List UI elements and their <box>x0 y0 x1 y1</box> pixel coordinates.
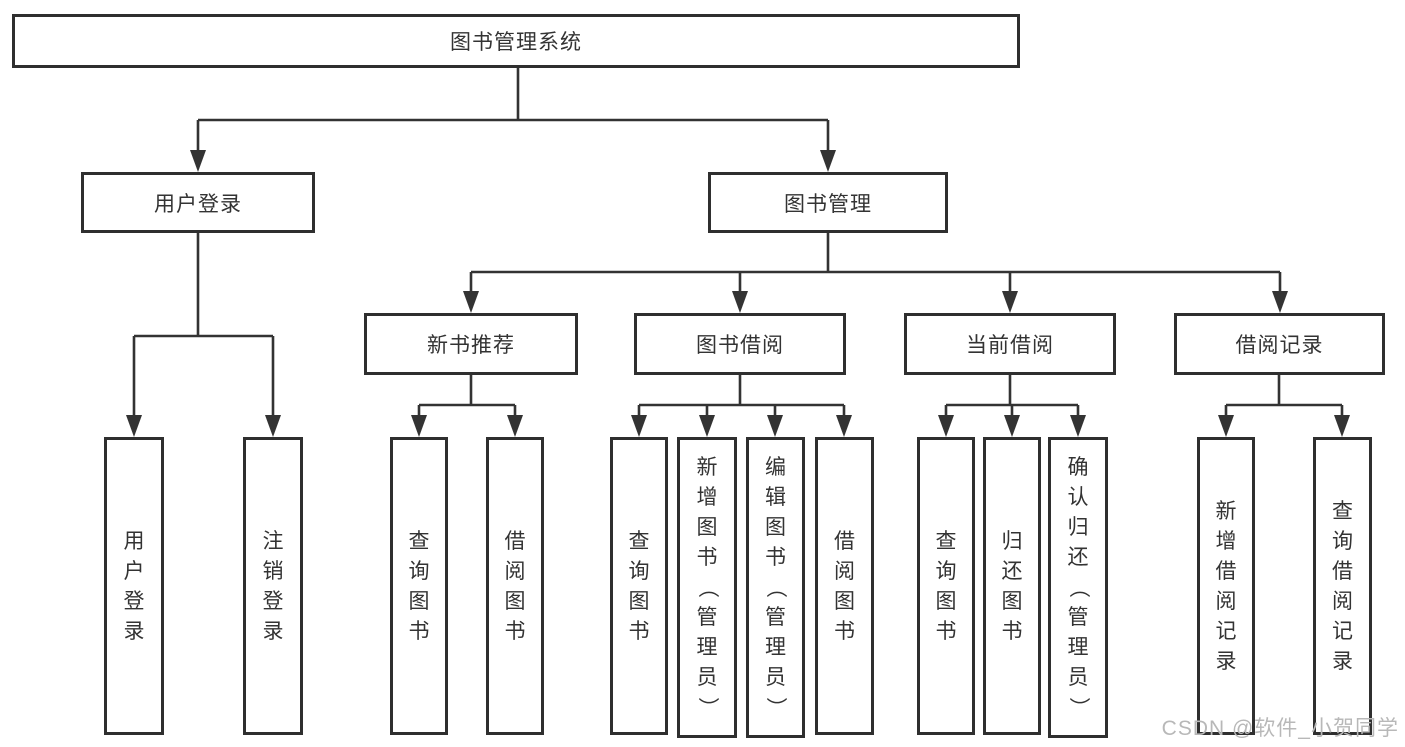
leaf-borrow-books-label: 借阅图书 <box>504 529 526 643</box>
node-book-management-label: 图书管理 <box>784 192 872 216</box>
arrowheads <box>126 150 1350 437</box>
leaf-logout: 注销登录 <box>243 437 303 735</box>
leaf-borrow-books: 借阅图书 <box>815 437 874 735</box>
leaf-query-books-label: 查询图书 <box>628 529 650 643</box>
node-user-login-label: 用户登录 <box>154 192 242 216</box>
node-borrowing-records: 借阅记录 <box>1174 313 1385 375</box>
leaf-query-books-label: 查询图书 <box>408 529 430 643</box>
leaf-add-borrow-record-label: 新增借阅记录 <box>1215 499 1237 673</box>
leaf-return-books-label: 归还图书 <box>1001 529 1023 643</box>
leaf-add-books-admin: 新增图书（管理员） <box>677 437 737 738</box>
leaf-query-borrow-record: 查询借阅记录 <box>1313 437 1372 735</box>
leaf-query-books: 查询图书 <box>917 437 975 735</box>
node-new-book-recommendation: 新书推荐 <box>364 313 578 375</box>
node-current-borrowing: 当前借阅 <box>904 313 1116 375</box>
node-borrowing-records-label: 借阅记录 <box>1235 334 1324 357</box>
leaf-borrow-books: 借阅图书 <box>486 437 544 735</box>
connector-shafts <box>132 66 1344 417</box>
node-current-borrowing-label: 当前借阅 <box>966 334 1054 357</box>
node-book-borrowing: 图书借阅 <box>634 313 846 375</box>
leaf-logout-label: 注销登录 <box>262 529 284 643</box>
node-book-management: 图书管理 <box>708 172 948 233</box>
leaf-query-books: 查询图书 <box>610 437 668 735</box>
leaf-add-books-admin-label: 新增图书（管理员） <box>695 456 719 718</box>
leaf-add-borrow-record: 新增借阅记录 <box>1197 437 1255 735</box>
leaf-confirm-return-admin: 确认归还（管理员） <box>1048 437 1108 738</box>
leaf-user-login-label: 用户登录 <box>123 529 145 643</box>
node-library-management-system-label: 图书管理系统 <box>450 31 582 54</box>
leaf-query-borrow-record-label: 查询借阅记录 <box>1332 499 1353 673</box>
leaf-borrow-books-label: 借阅图书 <box>834 529 855 643</box>
leaf-query-books-label: 查询图书 <box>935 529 957 643</box>
node-user-login: 用户登录 <box>81 172 315 233</box>
leaf-edit-books-admin: 编辑图书（管理员） <box>746 437 805 738</box>
node-new-book-recommendation-label: 新书推荐 <box>427 334 515 357</box>
leaf-query-books: 查询图书 <box>390 437 448 735</box>
node-library-management-system: 图书管理系统 <box>12 14 1020 68</box>
leaf-return-books: 归还图书 <box>983 437 1041 735</box>
leaf-confirm-return-admin-label: 确认归还（管理员） <box>1066 456 1090 718</box>
leaf-user-login: 用户登录 <box>104 437 164 735</box>
leaf-edit-books-admin-label: 编辑图书（管理员） <box>764 456 787 718</box>
csdn-watermark: CSDN @软件_小贺同学 <box>1161 717 1399 740</box>
node-book-borrowing-label: 图书借阅 <box>696 334 784 357</box>
